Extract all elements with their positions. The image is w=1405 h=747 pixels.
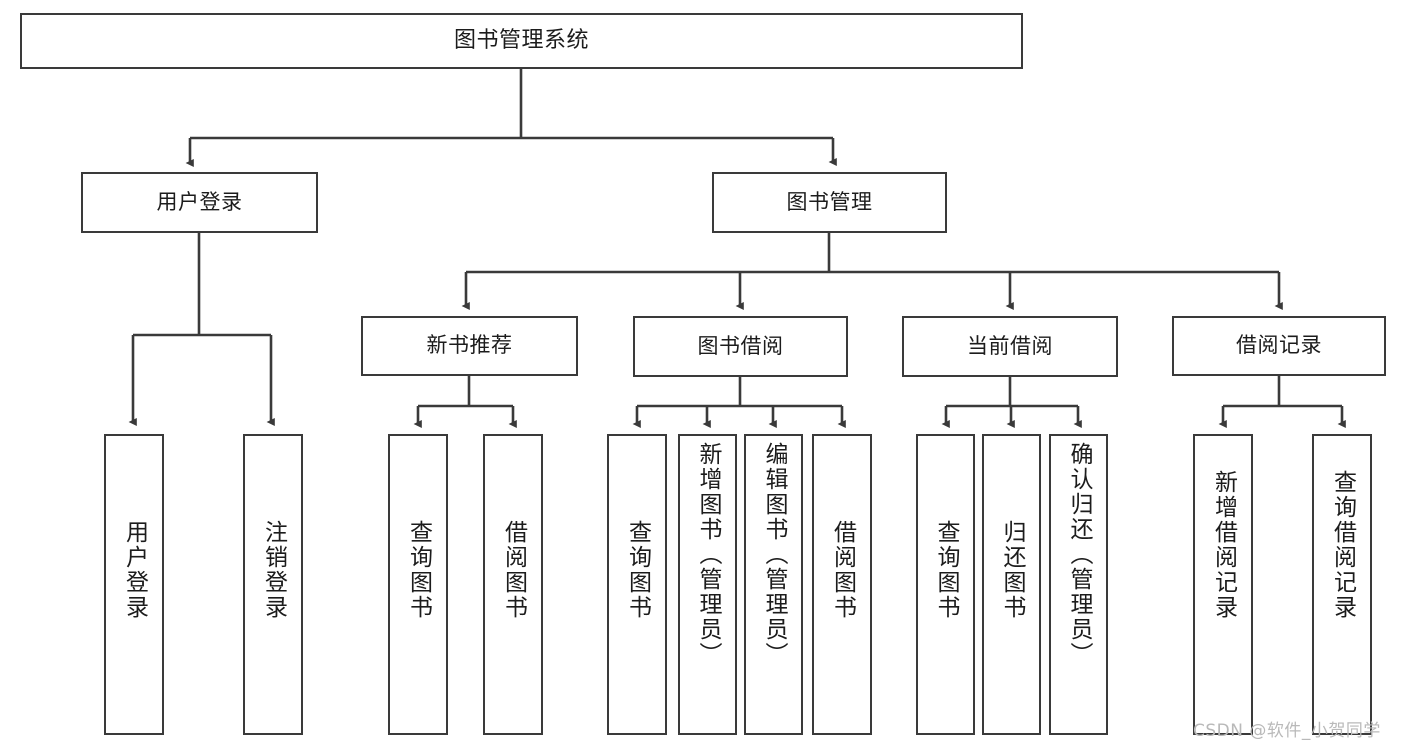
leaf-current-borrow-return-book[interactable]: 归还图书 <box>982 434 1041 735</box>
leaf-book-borrow-add-book-admin[interactable]: 新增图书（管理员） <box>678 434 737 735</box>
node-label: 注销登录 <box>260 520 287 620</box>
node-label: 借阅记录 <box>1236 333 1322 358</box>
node-label: 用户登录 <box>156 189 243 214</box>
node-user-login[interactable]: 用户登录 <box>81 172 318 233</box>
leaf-new-book-query-book[interactable]: 查询图书 <box>388 434 448 735</box>
leaf-new-book-borrow-book[interactable]: 借阅图书 <box>483 434 543 735</box>
csdn-watermark: CSDN @软件_小贺同学 <box>1193 721 1381 741</box>
node-label: 归还图书 <box>999 520 1025 620</box>
node-book-management[interactable]: 图书管理 <box>712 172 947 233</box>
node-label: 编辑图书（管理员） <box>761 442 787 667</box>
leaf-borrow-record-query-record[interactable]: 查询借阅记录 <box>1312 434 1372 735</box>
node-label: 用户登录 <box>121 520 148 620</box>
node-current-borrow[interactable]: 当前借阅 <box>902 316 1118 377</box>
node-borrow-record[interactable]: 借阅记录 <box>1172 316 1386 376</box>
leaf-book-borrow-borrow-book[interactable]: 借阅图书 <box>812 434 872 735</box>
node-book-borrow[interactable]: 图书借阅 <box>633 316 848 377</box>
leaf-current-borrow-confirm-return-admin[interactable]: 确认归还（管理员） <box>1049 434 1108 735</box>
node-label: 确认归还（管理员） <box>1066 442 1092 667</box>
node-label: 查询图书 <box>933 520 959 620</box>
leaf-book-borrow-edit-book-admin[interactable]: 编辑图书（管理员） <box>744 434 803 735</box>
node-label: 查询借阅记录 <box>1329 470 1356 620</box>
node-label: 新书推荐 <box>426 333 513 358</box>
node-label: 新增借阅记录 <box>1210 470 1237 620</box>
leaf-user-login-logout[interactable]: 注销登录 <box>243 434 303 735</box>
node-label: 借阅图书 <box>500 520 527 620</box>
node-new-book-recommend[interactable]: 新书推荐 <box>361 316 578 376</box>
node-label: 借阅图书 <box>829 520 856 620</box>
leaf-book-borrow-query-book[interactable]: 查询图书 <box>607 434 667 735</box>
node-label: 查询图书 <box>624 520 651 620</box>
node-label: 图书借阅 <box>697 333 784 358</box>
leaf-user-login-login[interactable]: 用户登录 <box>104 434 164 735</box>
leaf-borrow-record-add-record[interactable]: 新增借阅记录 <box>1193 434 1253 735</box>
node-label: 新增图书（管理员） <box>695 442 721 667</box>
node-label: 图书管理系统 <box>453 27 589 53</box>
node-label: 图书管理 <box>786 189 873 214</box>
node-root-book-management-system[interactable]: 图书管理系统 <box>20 13 1023 69</box>
leaf-current-borrow-query-book[interactable]: 查询图书 <box>916 434 975 735</box>
node-label: 当前借阅 <box>967 333 1053 358</box>
node-label: 查询图书 <box>405 520 432 620</box>
